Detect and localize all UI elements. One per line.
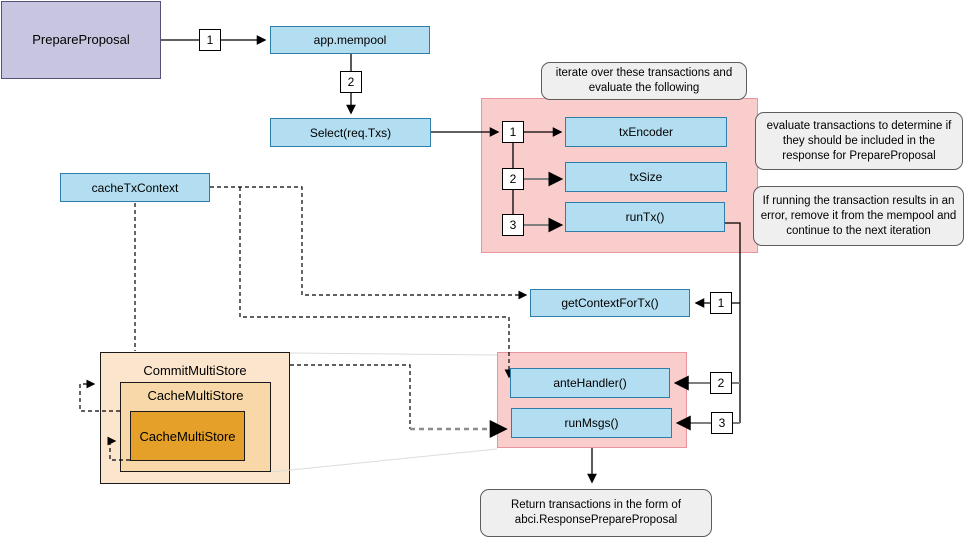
- cache-multi-store-label: CacheMultiStore: [147, 388, 244, 403]
- dashed-cachetx-to-antehandler: [239, 187, 514, 379]
- badge-iterate-1: 1: [502, 121, 524, 143]
- node-ante-handler-label: anteHandler(): [553, 376, 627, 390]
- node-get-context-for-tx: getContextForTx(): [530, 289, 690, 317]
- node-tx-encoder-label: txEncoder: [618, 125, 674, 139]
- node-run-msgs: runMsgs(): [511, 408, 672, 438]
- node-run-tx-label: runTx(): [625, 210, 665, 224]
- cache-multi-store-inner-box: CacheMultiStore: [130, 411, 245, 461]
- callout-return: Return transactions in the form of abci.…: [480, 489, 712, 537]
- callout-iterate-text: iterate over these transactions and eval…: [555, 67, 733, 94]
- callout-error: If running the transaction results in an…: [753, 186, 964, 246]
- node-ante-handler: anteHandler(): [510, 368, 670, 398]
- node-tx-size-label: txSize: [629, 170, 663, 184]
- callout-error-text: If running the transaction results in an…: [760, 194, 957, 237]
- badge-iterate-2-label: 2: [509, 172, 517, 186]
- dashed-cachestore-writeback: [79, 379, 120, 412]
- callout-evaluate-text: evaluate transactions to determine if th…: [766, 119, 952, 162]
- badge-iterate-3: 3: [502, 214, 524, 236]
- badge-runtx-1: 1: [710, 292, 732, 314]
- dashed-cachetx-to-getcontext: [210, 186, 528, 300]
- node-tx-size: txSize: [565, 162, 727, 192]
- node-select-req-txs-label: Select(req.Txs): [309, 125, 392, 140]
- badge-iterate-1-label: 1: [509, 125, 517, 139]
- node-prepare-proposal-label: PrepareProposal: [32, 32, 130, 47]
- callout-iterate: iterate over these transactions and eval…: [541, 62, 747, 100]
- badge-flow-2-label: 2: [347, 75, 355, 89]
- faint-link-top: [289, 352, 498, 356]
- node-run-tx: runTx(): [565, 202, 725, 232]
- callout-evaluate: evaluate transactions to determine if th…: [755, 112, 963, 170]
- node-get-context-for-tx-label: getContextForTx(): [561, 296, 659, 310]
- badge-runtx-2-label: 2: [717, 376, 725, 390]
- node-run-msgs-label: runMsgs(): [564, 416, 619, 430]
- badge-flow-2: 2: [340, 71, 362, 93]
- node-app-mempool: app.mempool: [270, 26, 430, 54]
- dashed-commitstore-link: [290, 364, 411, 429]
- badge-iterate-2: 2: [502, 168, 524, 190]
- connector-runtx-rail: [725, 222, 741, 423]
- callout-return-text: Return transactions in the form of abci.…: [510, 499, 682, 526]
- badge-runtx-3: 3: [711, 412, 733, 434]
- badge-flow-1: 1: [199, 29, 221, 51]
- badge-runtx-2: 2: [710, 372, 732, 394]
- cache-multi-store-inner-label: CacheMultiStore: [139, 428, 236, 444]
- node-select-req-txs: Select(req.Txs): [270, 118, 431, 147]
- node-cache-tx-context-label: cacheTxContext: [91, 180, 179, 195]
- node-prepare-proposal: PrepareProposal: [1, 1, 161, 79]
- node-tx-encoder: txEncoder: [565, 117, 727, 147]
- node-cache-tx-context: cacheTxContext: [60, 173, 210, 202]
- commit-multi-store-label: CommitMultiStore: [143, 363, 247, 378]
- badge-flow-1-label: 1: [206, 33, 214, 47]
- badge-runtx-3-label: 3: [718, 416, 726, 430]
- faint-link-bottom: [270, 448, 498, 473]
- badge-iterate-3-label: 3: [509, 218, 517, 232]
- dashed-innerstore-writeback: [107, 436, 130, 461]
- badge-runtx-1-label: 1: [717, 296, 725, 310]
- node-app-mempool-label: app.mempool: [313, 33, 387, 47]
